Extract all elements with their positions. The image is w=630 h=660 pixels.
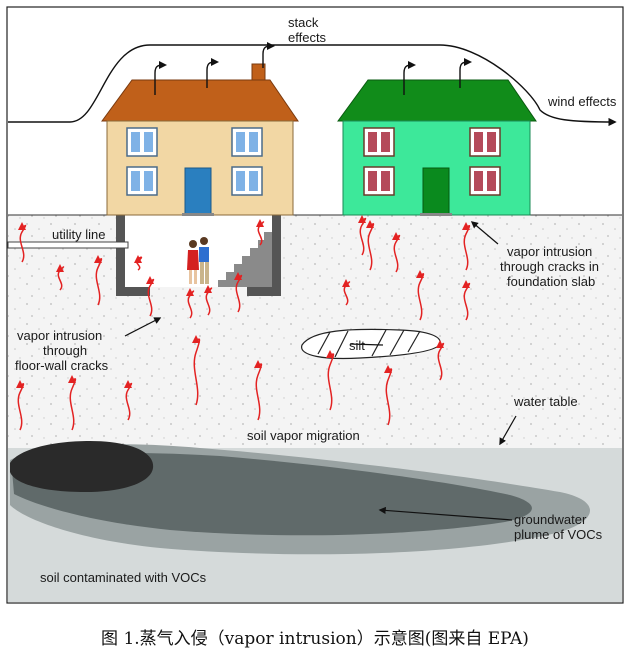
water-table-leader-arrow [499, 415, 517, 446]
stack-arrow-head [408, 61, 416, 69]
figure-caption: 图 1.蒸气入侵（vapor intrusion）示意图(图来自 EPA) [101, 629, 529, 649]
silt-label: silt [349, 338, 365, 353]
vapor-arrow [147, 278, 155, 317]
tan-house-door [184, 167, 212, 216]
vapor-intrusion-slab-label-1: vapor intrusion [507, 244, 592, 259]
vapor-arrow-head [342, 279, 350, 287]
floorwall-leader-arrow [124, 317, 162, 337]
vapor-arrow-head [204, 285, 212, 293]
vapor-arrow-head [134, 255, 142, 263]
vapor-arrow [69, 378, 77, 431]
vapor-arrow-head [68, 375, 76, 383]
vapor-arrow [235, 274, 243, 313]
vapor-arrow-head [326, 350, 334, 358]
green-house-roof [337, 79, 537, 122]
vapor-arrow-head [392, 232, 400, 240]
vapor-arrow-head [146, 276, 154, 284]
silt-leader-arrow [349, 343, 384, 346]
basement [116, 215, 281, 296]
vapor-arrow-head [254, 360, 262, 368]
stack-arrow-head [159, 61, 167, 69]
groundwater-label-1: groundwater [514, 512, 587, 527]
people [187, 237, 209, 284]
vapor-arrow-head [366, 220, 374, 228]
slab-leader-arrow [470, 221, 499, 245]
vapor-arrow-head [384, 365, 392, 373]
silt-hatching [317, 329, 421, 358]
vapor-intrusion-floor-label-1: vapor intrusion [17, 328, 102, 343]
stack-effects-label-2: effects [288, 30, 327, 45]
vapor-arrow-head [192, 335, 200, 343]
vapor-arrow [367, 223, 375, 271]
vapor-arrow [463, 225, 471, 271]
vapor-arrow [255, 363, 263, 421]
utility-line-label: utility line [52, 227, 105, 242]
vapor-arrow [437, 342, 445, 381]
vapor-arrow [125, 382, 133, 421]
vapor-arrow-head [16, 380, 24, 388]
leader-arrows [124, 221, 517, 521]
green-house-door [422, 167, 450, 216]
basement-stairs [218, 232, 272, 287]
vapor-arrow-head [256, 219, 264, 227]
vapor-arrow-head [462, 280, 470, 288]
vapor-arrow-head [358, 215, 366, 223]
vapor-arrow-head [436, 340, 444, 348]
vapor-arrow [19, 224, 27, 263]
vapor-arrow [463, 282, 471, 321]
stack-arrow-head [211, 58, 219, 66]
vapor-arrow [393, 234, 401, 273]
vapor-intrusion-slab-label-3: foundation slab [507, 274, 595, 289]
vapor-arrow [359, 217, 367, 256]
vapor-intrusion-slab-label-2: through cracks in [500, 259, 599, 274]
vapor-arrow-head [186, 288, 194, 296]
vapor-arrow [385, 368, 393, 426]
vapor-arrow-head [18, 222, 26, 230]
vapor-arrow-head [94, 255, 102, 263]
vapor-arrow [95, 258, 103, 306]
water-table-label: water table [513, 394, 578, 409]
groundwater-label-2: plume of VOCs [514, 527, 603, 542]
stack-effects-label-1: stack [288, 15, 319, 30]
wind-effects-label: wind effects [547, 94, 617, 109]
soil-contaminated-label: soil contaminated with VOCs [40, 570, 207, 585]
stack-effect-arrows [154, 42, 472, 95]
vapor-arrow-head [462, 222, 470, 230]
vapor-arrow [417, 273, 425, 321]
vapor-arrow [327, 353, 335, 411]
vapor-arrow-head [56, 264, 64, 272]
utility-line [7, 241, 129, 249]
vapor-intrusion-floor-label-3: floor-wall cracks [15, 358, 109, 373]
contaminated-soil-blob [10, 441, 154, 492]
vapor-arrow-head [416, 270, 424, 278]
vapor-arrow [17, 383, 25, 431]
vapor-intrusion-floor-label-2: through [43, 343, 87, 358]
groundwater-leader-arrow [378, 506, 513, 521]
vapor-arrow-head [124, 380, 132, 388]
stack-arrow-head [267, 42, 275, 50]
wind-flow-line [8, 44, 617, 127]
green-house [337, 79, 537, 216]
stack-arrow-head [464, 58, 472, 66]
vapor-arrows [16, 215, 471, 431]
soil-vapor-migration-label: soil vapor migration [247, 428, 360, 443]
tan-house-roof [101, 79, 299, 122]
tan-house [101, 63, 299, 216]
vapor-arrow-head [234, 272, 242, 280]
vapor-arrow [193, 338, 201, 406]
